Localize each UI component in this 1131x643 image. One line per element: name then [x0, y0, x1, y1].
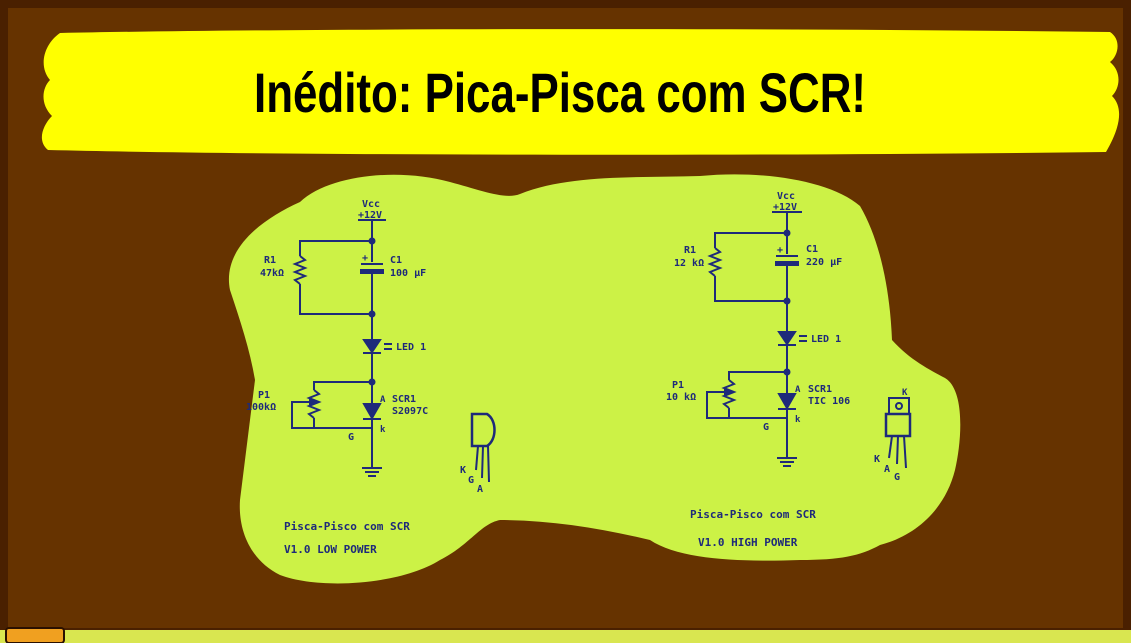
r1-high-zigzag: [707, 247, 723, 277]
scr1-low-pin-g: G: [348, 432, 354, 443]
c1-low-value: 100 μF: [390, 268, 426, 279]
pkg-low-pin-g: G: [468, 475, 474, 486]
c1-low-name: C1: [390, 255, 402, 266]
scr1-low-part: S2097C: [392, 406, 428, 417]
bottom-bar-tab: [5, 627, 65, 643]
p1-low-value: 100kΩ: [246, 402, 276, 413]
pkg-high-pin-k: K: [874, 454, 880, 465]
scr1-high-part: TIC 106: [808, 396, 850, 407]
to92-package-low: [470, 412, 496, 448]
c1-high-plate-bottom: [775, 261, 799, 266]
vcc-high-label: Vcc: [777, 191, 795, 202]
vcc-low-label: Vcc: [362, 199, 380, 210]
scr1-low-symbol: [362, 403, 382, 421]
caption-low-line2: V1.0 LOW POWER: [284, 543, 377, 556]
caption-low-line1: Pisca-Pisco com SCR: [284, 520, 410, 533]
circuit-high-power: [706, 211, 912, 469]
led1-high: [777, 331, 797, 346]
led1-low-label: LED 1: [396, 342, 426, 353]
pkg-high-pin-a: A: [884, 464, 890, 475]
led1-high-label: LED 1: [811, 334, 841, 345]
c1-low-plus: +: [362, 253, 368, 264]
circuit-low-labels: Vcc +12V R1 47kΩ + C1 100 μF LED 1 P1 10…: [246, 199, 483, 556]
circuit-high-labels: Vcc +12V R1 12 kΩ + C1 220 μF LED 1 P1 1…: [666, 191, 908, 549]
to220-tab-high: [888, 397, 910, 415]
r1-low-zigzag: [292, 255, 308, 285]
caption-high-line1: Pisca-Pisco com SCR: [690, 508, 816, 521]
pkg-high-top-k: K: [902, 388, 908, 398]
bottom-bar: [0, 630, 1131, 643]
led1-low: [362, 339, 382, 354]
c1-high-name: C1: [806, 244, 818, 255]
caption-high-line2: V1.0 HIGH POWER: [698, 536, 798, 549]
r1-low-name: R1: [264, 255, 276, 266]
scr1-high-pin-a: A: [795, 385, 801, 395]
p1-high-name: P1: [672, 380, 684, 391]
pkg-high-pin-g: G: [894, 472, 900, 483]
r1-high-name: R1: [684, 245, 696, 256]
supply-low-label: +12V: [358, 210, 382, 221]
scr1-low-pin-k: k: [380, 425, 386, 435]
p1-high-value: 10 kΩ: [666, 392, 696, 403]
pkg-low-pin-a: A: [477, 484, 483, 495]
scr1-low-name: SCR1: [392, 394, 416, 405]
scr1-high-pin-k: k: [795, 415, 801, 425]
to220-body-high: [884, 412, 912, 438]
p1-low-name: P1: [258, 390, 270, 401]
c1-high-plus: +: [777, 245, 783, 256]
circuit-low-power: [291, 219, 496, 483]
scr1-high-name: SCR1: [808, 384, 832, 395]
r1-high-value: 12 kΩ: [674, 258, 704, 269]
r1-low-value: 47kΩ: [260, 268, 284, 279]
pkg-low-pin-k: K: [460, 465, 466, 476]
scr1-low-pin-a: A: [380, 395, 386, 405]
supply-high-label: +12V: [773, 202, 797, 213]
title-banner: [41, 29, 1120, 155]
c1-low-plate-bottom: [360, 269, 384, 274]
banner-title: Inédito: Pica-Pisca com SCR!: [254, 61, 866, 124]
scr1-high-symbol: [777, 393, 797, 411]
circuit-blob: [228, 174, 961, 584]
c1-high-value: 220 μF: [806, 257, 842, 268]
scr1-high-pin-g: G: [763, 422, 769, 433]
